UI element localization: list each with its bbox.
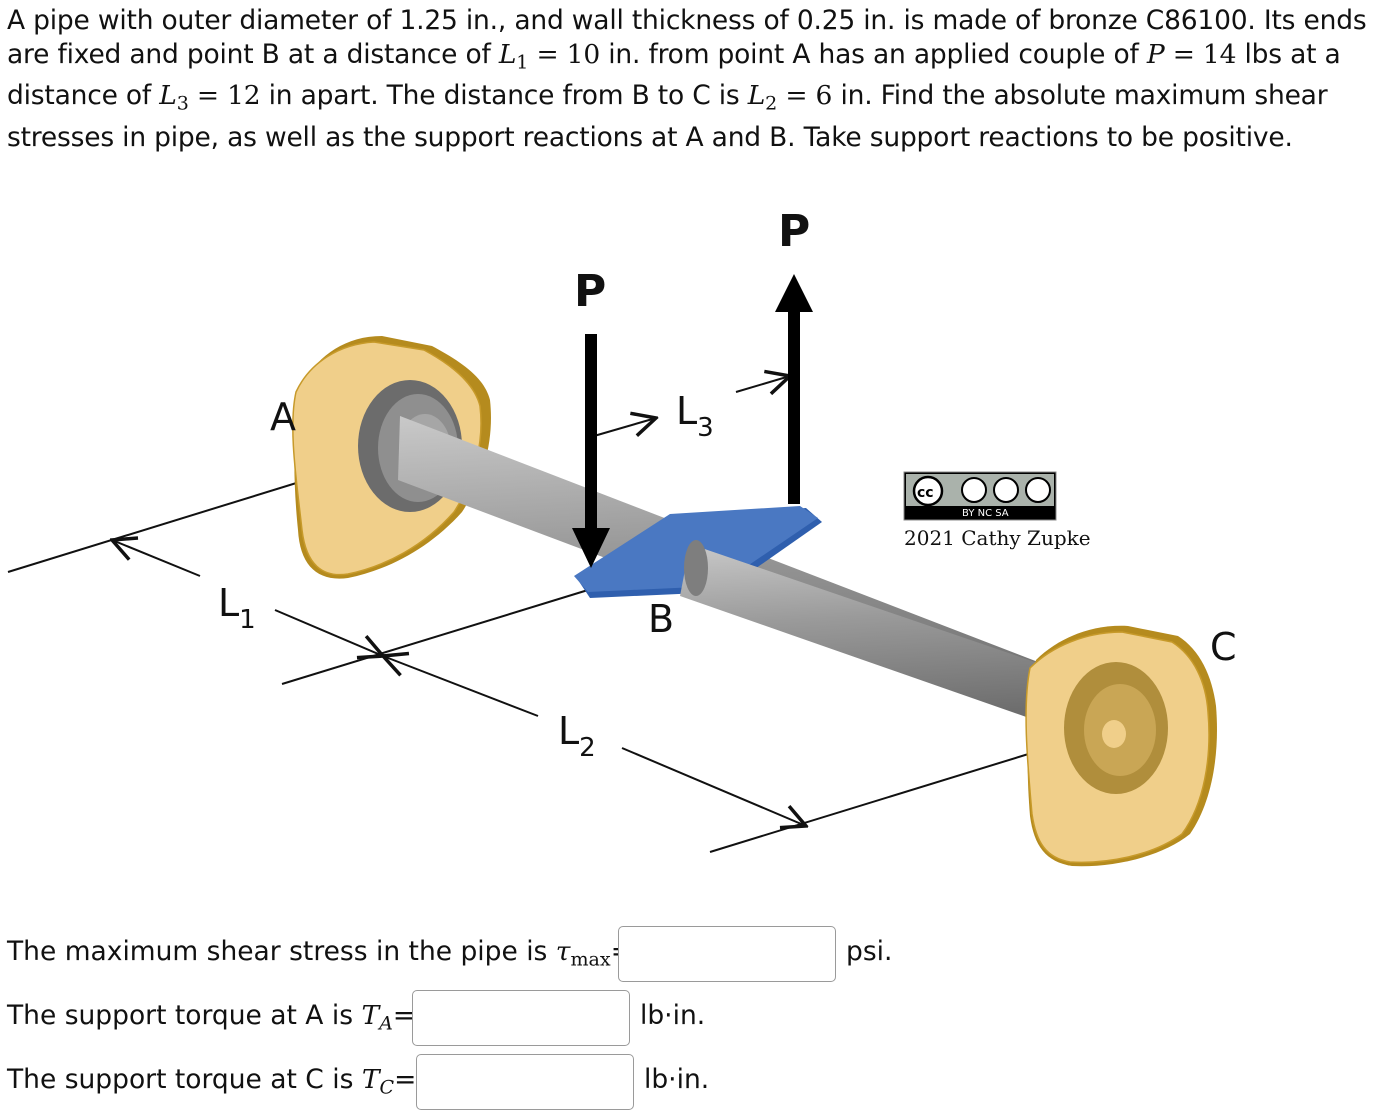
force-P-up-head — [775, 274, 813, 312]
force-P-down-head — [572, 528, 610, 568]
dim-L1-arrow-left — [112, 540, 201, 577]
symbol-T-C: T — [361, 1064, 380, 1095]
extension-line-B — [281, 589, 589, 685]
extension-line-A — [7, 467, 346, 573]
label-L2: L2 — [558, 709, 596, 763]
symbol-L1: L — [498, 39, 517, 70]
image-credit: 2021 Cathy Zupke — [904, 526, 1091, 550]
force-P-up-shaft — [788, 310, 800, 504]
value-P: = 14 — [1164, 39, 1237, 70]
svg-text:cc: cc — [917, 485, 934, 501]
problem-text-2: in. from point A has an applied couple o… — [600, 39, 1147, 70]
unit-lb-in-A: lb·in. — [640, 1000, 706, 1031]
label-L3: L3 — [676, 389, 714, 443]
license-badge: cc BY NC SA 2021 Cathy Zupke — [903, 471, 1091, 550]
nc-icon — [993, 477, 1019, 503]
problem-text-1: A pipe with outer diameter of 1.25 in., … — [7, 5, 1367, 70]
value-L2: = 6 — [777, 80, 833, 112]
symbol-L2: L — [747, 80, 766, 112]
force-arrows — [572, 274, 813, 568]
support-A — [292, 336, 491, 579]
dim-L1-arrow-right — [274, 609, 383, 656]
extension-line-C — [709, 747, 1049, 853]
problem-text-4: in apart. The distance from B to C is — [260, 80, 748, 112]
problem-text-3: lbs at a distance of — [7, 39, 1341, 112]
symbol-P: P — [1146, 39, 1165, 70]
symbol-L1-sub: 1 — [516, 51, 529, 74]
label-A: A — [270, 395, 296, 439]
symbol-L2-sub: 2 — [765, 92, 778, 115]
label-C: C — [1210, 625, 1237, 669]
question-max-shear: The maximum shear stress in the pipe is … — [7, 936, 633, 971]
license-terms: BY NC SA — [962, 508, 1009, 519]
tau-max-input[interactable] — [618, 926, 836, 982]
problem-statement: A pipe with outer diameter of 1.25 in., … — [7, 4, 1373, 155]
dimension-lines — [7, 376, 1049, 853]
torque-C-input[interactable] — [416, 1054, 634, 1110]
label-P-left: P — [574, 266, 606, 317]
unit-lb-in-C: lb·in. — [644, 1064, 710, 1095]
dim-L3-arrow-left — [593, 418, 656, 436]
symbol-L3-sub: 3 — [176, 92, 189, 115]
symbol-T-A: T — [361, 1000, 380, 1031]
torque-A-input[interactable] — [412, 990, 630, 1046]
dim-L2-arrow-left — [383, 656, 539, 717]
value-L1: = 10 — [528, 39, 601, 70]
dim-L3-arrow-right — [735, 376, 790, 392]
question-torque-A: The support torque at A is TA= — [7, 1000, 416, 1035]
label-L1: L1 — [218, 581, 256, 635]
pipe-diagram: A B C P P L1 L2 L3 cc BY NC SA 2021 Cath… — [7, 206, 1237, 867]
cc-icon — [912, 475, 944, 507]
question-torque-C: The support torque at C is TC= — [7, 1064, 417, 1099]
label-B: B — [648, 597, 674, 641]
sa-icon — [1025, 477, 1051, 503]
force-P-down-shaft — [585, 334, 597, 530]
symbol-tau: τ — [555, 936, 571, 967]
symbol-L3: L — [159, 80, 177, 112]
value-L3: = 12 — [188, 80, 261, 112]
label-P-right: P — [778, 206, 810, 257]
unit-psi: psi. — [846, 936, 893, 967]
support-C — [1025, 625, 1217, 867]
by-icon — [961, 477, 987, 503]
problem-text-5: in. Find the absolute maximum shear stre… — [7, 80, 1328, 153]
dim-L2-arrow-right — [621, 747, 806, 826]
